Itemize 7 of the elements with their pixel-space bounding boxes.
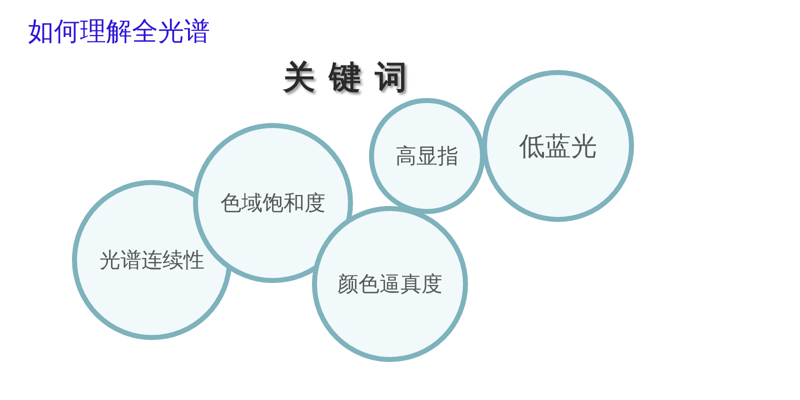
keyword-text: 色域饱和度	[220, 190, 326, 217]
keyword-text: 颜色逼真度	[338, 271, 442, 298]
keyword-text: 低蓝光	[519, 130, 597, 164]
keyword-text: 光谱连续性	[100, 247, 204, 274]
page-title: 如何理解全光谱	[28, 16, 210, 49]
section-heading: 关键词	[283, 57, 421, 98]
keyword-text: 高显指	[396, 143, 458, 170]
